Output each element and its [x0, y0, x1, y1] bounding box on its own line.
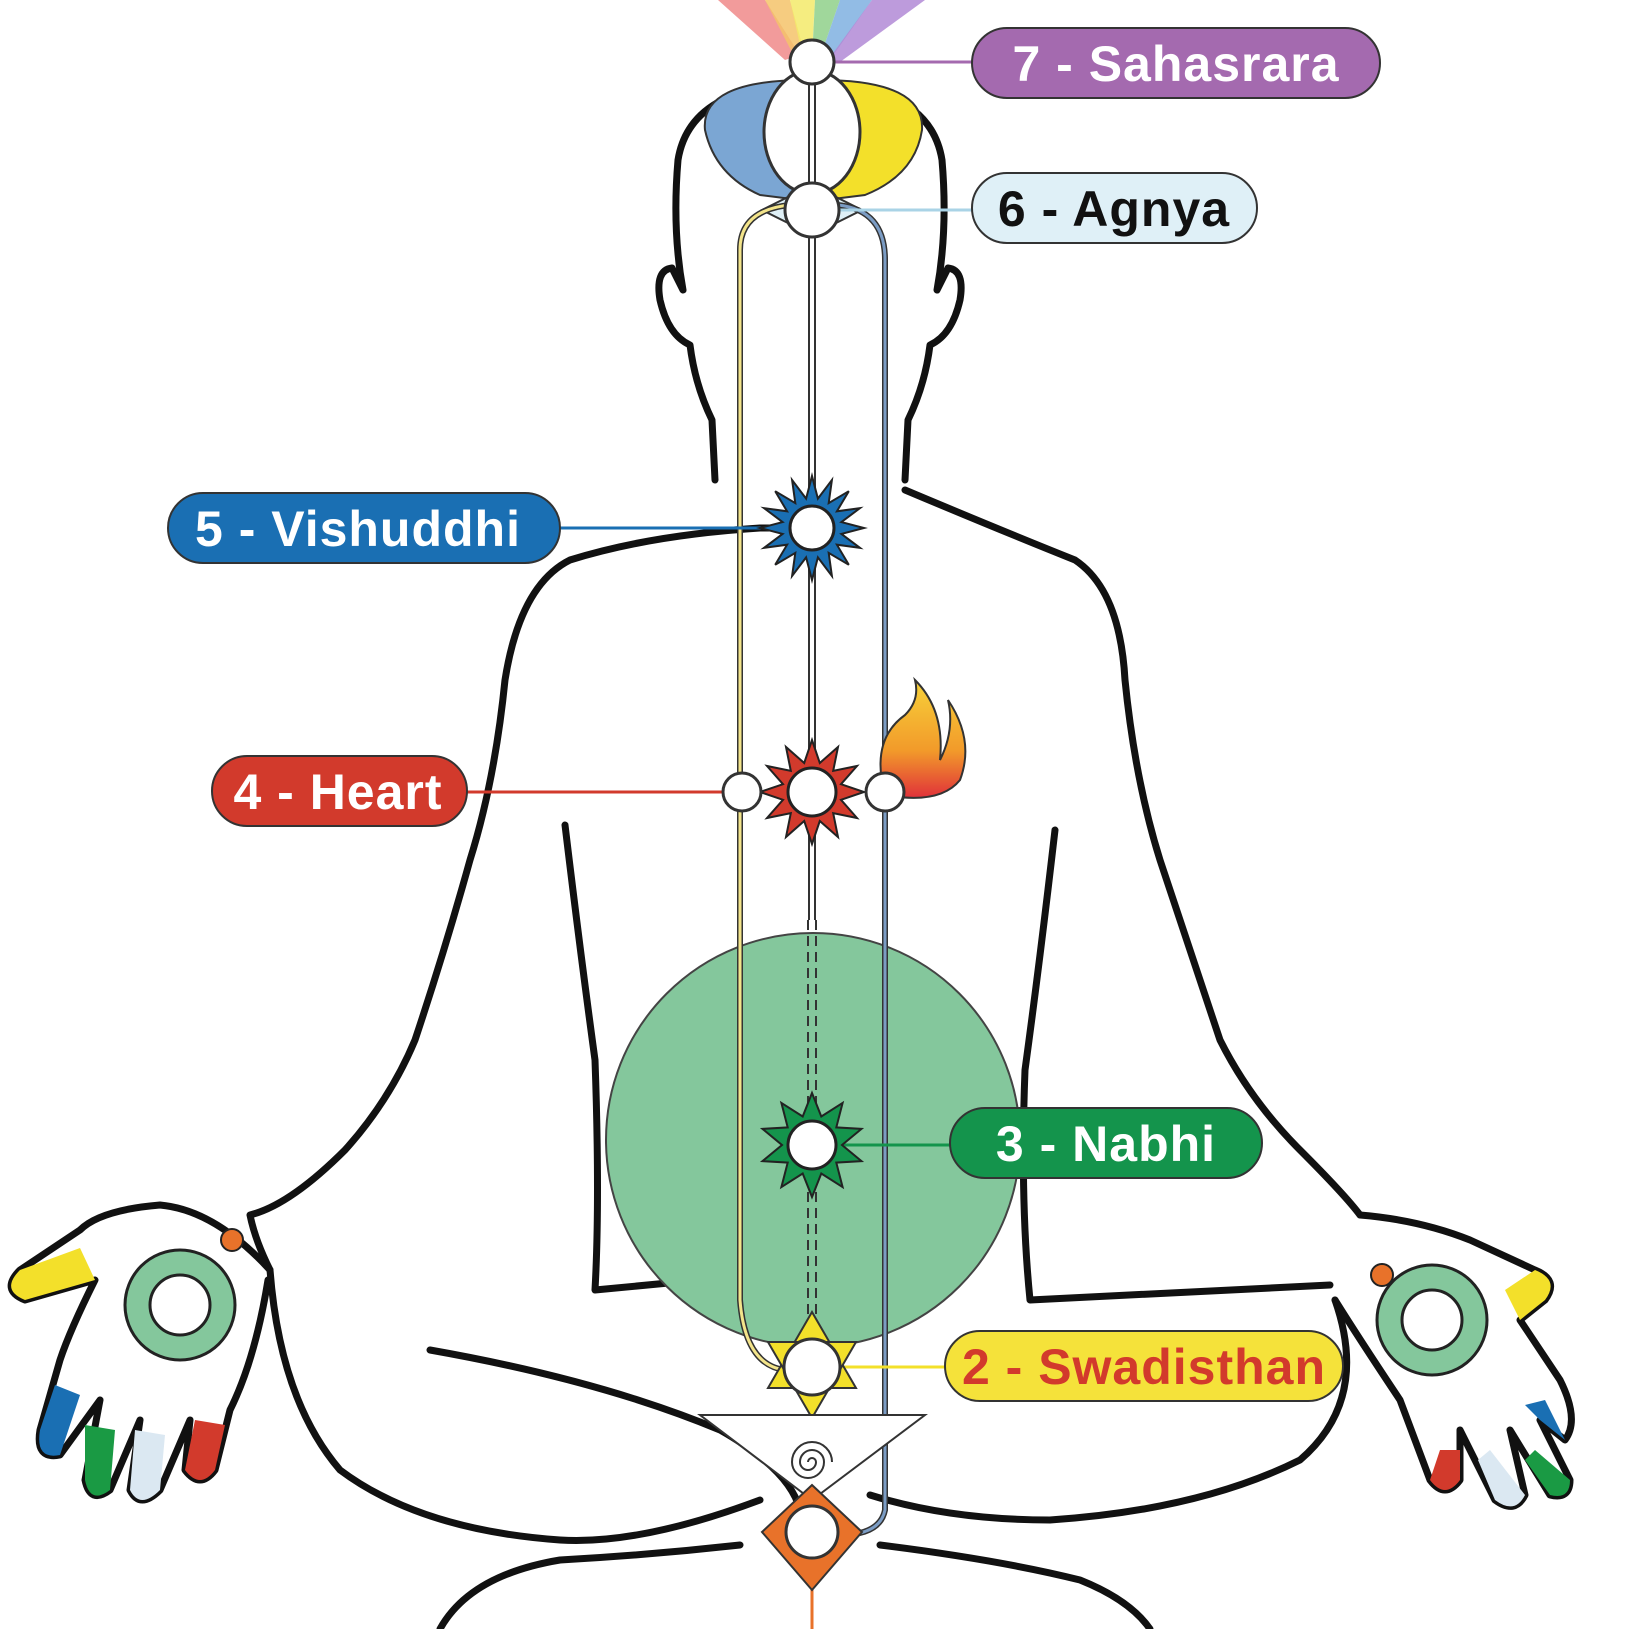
label-swadisthan: 2 - Swadisthan [944, 1330, 1344, 1402]
heart-right-node [864, 771, 906, 813]
label-heart-text: 4 - Heart [233, 764, 442, 820]
agnya-node [783, 181, 841, 239]
kundalini-spiral-icon [697, 1414, 928, 1502]
eye-lotus-icon [703, 68, 924, 237]
green-star-icon [759, 1090, 865, 1200]
yellow-hexagram-icon [766, 1310, 858, 1420]
red-star-icon [756, 736, 868, 848]
label-nabhi-text: 3 - Nabhi [996, 1116, 1216, 1172]
sahasrara-node [788, 38, 836, 86]
right-hand [1331, 1211, 1575, 1510]
label-agnya-text: 6 - Agnya [998, 181, 1230, 237]
left-hand [7, 1201, 274, 1504]
mooladhara-diamond-icon [760, 1483, 864, 1592]
label-sahasrara-text: 7 - Sahasrara [1012, 36, 1339, 92]
heart-left-node [721, 771, 763, 813]
star-heart-node [786, 766, 838, 818]
label-swadisthan-text: 2 - Swadisthan [962, 1339, 1326, 1395]
flame-icon [879, 676, 967, 799]
label-sahasrara: 7 - Sahasrara [971, 27, 1381, 99]
star-nabhi-node [786, 1119, 838, 1171]
label-connectors [465, 60, 975, 1369]
label-nabhi: 3 - Nabhi [949, 1107, 1263, 1179]
label-vishuddhi: 5 - Vishuddhi [167, 492, 561, 564]
blue-star-icon [756, 472, 868, 584]
star-vishuddhi-node [788, 504, 836, 552]
label-vishuddhi-text: 5 - Vishuddhi [195, 501, 521, 557]
label-heart: 4 - Heart [211, 755, 468, 827]
label-agnya: 6 - Agnya [971, 172, 1258, 244]
